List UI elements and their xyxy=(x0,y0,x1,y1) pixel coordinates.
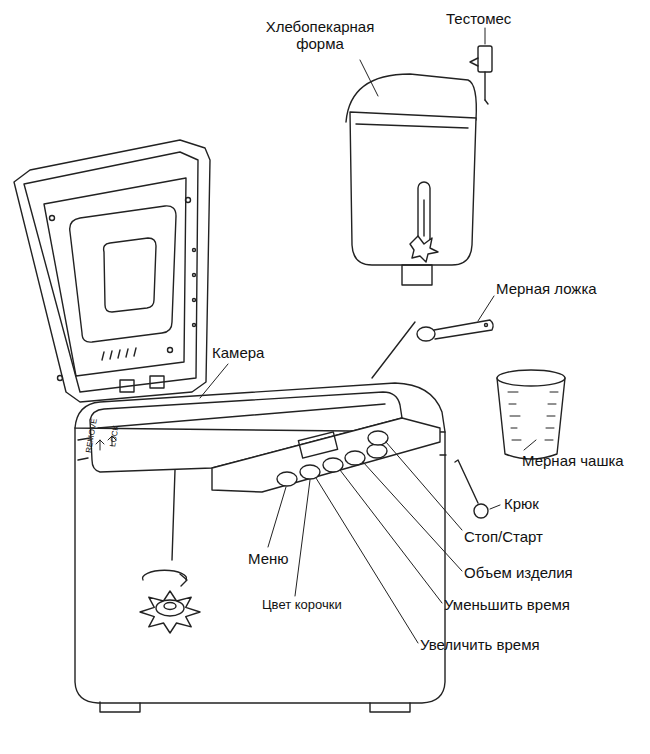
part-label: Меню xyxy=(248,550,289,567)
measuring-cup xyxy=(497,370,565,459)
drive-shaft-top xyxy=(164,603,176,610)
part-label: Крюк xyxy=(504,495,539,512)
part-label: Увеличить время xyxy=(420,636,540,653)
hook xyxy=(455,460,488,518)
part-label: Тестомес xyxy=(446,10,511,27)
housing xyxy=(75,383,446,712)
part-label: Объем изделия xyxy=(464,564,573,581)
part-label: Камера xyxy=(212,344,264,361)
leader-lines xyxy=(200,28,536,643)
part-label: Цвет корочки xyxy=(262,598,342,613)
drive-shaft xyxy=(156,600,184,616)
lid xyxy=(14,140,210,402)
part-label: Мерная чашка xyxy=(522,452,624,469)
part-label: Стоп/Старт xyxy=(464,528,543,545)
part-label: Мерная ложка xyxy=(496,280,597,297)
part-label: Уменьшить время xyxy=(444,596,570,613)
assembly-line xyxy=(372,322,415,378)
control-buttons xyxy=(277,431,388,486)
bread-pan xyxy=(346,74,476,285)
measuring-spoon xyxy=(417,320,493,341)
drive-star xyxy=(140,591,200,633)
kneading-paddle xyxy=(470,46,492,104)
part-label: Хлебопекарная форма xyxy=(254,18,386,53)
drive-base xyxy=(140,470,200,633)
